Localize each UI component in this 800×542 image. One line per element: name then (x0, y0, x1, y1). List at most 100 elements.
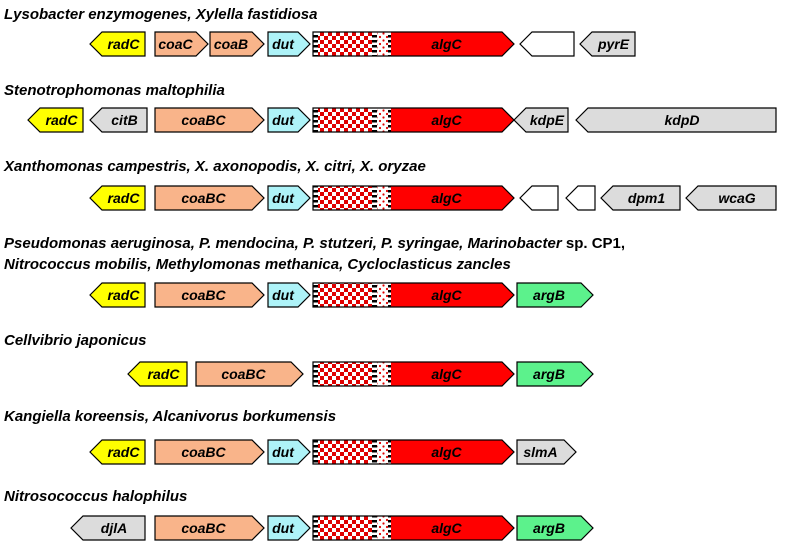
gene-arrow-left: dpm1 (600, 185, 681, 211)
gene-label: algC (431, 190, 462, 206)
domain-band (388, 186, 391, 210)
operon-row: Kangiella koreensis, Alcanivorus borkume… (4, 408, 577, 465)
gene-arrow-right: slmA (516, 439, 577, 465)
domain-dotted (377, 32, 388, 56)
gene-label: coaBC (221, 366, 266, 382)
gene-label: dut (272, 36, 295, 52)
gene-label: algC (431, 520, 462, 536)
gene-arrow-right: coaBC (154, 439, 265, 465)
domain-checkered (318, 186, 372, 210)
gene-arrow-right: argB (516, 515, 594, 541)
domain-band (372, 362, 377, 386)
gene-label: dut (272, 520, 295, 536)
domain-band (313, 440, 318, 464)
gene-label: radC (108, 190, 141, 206)
organism-name-segment: Nitrococcus mobilis, Methylomonas methan… (4, 256, 511, 273)
gene-label: coaBC (181, 287, 226, 303)
gene-label: slmA (523, 444, 557, 460)
operon-row: Nitrosococcus halophilus djlA coaBC dut algC… (4, 488, 594, 541)
organism-title: Nitrosococcus halophilus (4, 488, 187, 505)
domain-dotted (377, 186, 388, 210)
domain-band (313, 283, 318, 307)
gene-arrow-left: radC (89, 439, 146, 465)
organism-title: Nitrococcus mobilis, Methylomonas methan… (4, 256, 511, 273)
gene-arrow-left (519, 31, 575, 57)
gene-arrow-right-domains: algC (312, 185, 515, 211)
gene-label: coaBC (181, 112, 226, 128)
gene-label: coaB (214, 36, 248, 52)
gene-arrow-left: djlA (70, 515, 146, 541)
gene-label: dpm1 (628, 190, 666, 206)
domain-band (388, 440, 391, 464)
gene-label: algC (431, 444, 462, 460)
domain-band (372, 186, 377, 210)
gene-label: argB (533, 366, 565, 382)
gene-arrow-right: dut (267, 515, 311, 541)
organism-name-segment: Lysobacter enzymogenes, Xylella fastidio… (4, 6, 317, 23)
gene-arrow-right-domains: algC (312, 361, 515, 387)
gene-label: kdpE (530, 112, 565, 128)
gene-label: coaBC (181, 444, 226, 460)
gene-arrow-left (565, 185, 596, 211)
domain-checkered (318, 32, 372, 56)
gene-arrow-right-domains: algC (312, 31, 515, 57)
gene-arrow-right-domains: algC (312, 439, 515, 465)
domain-band (372, 108, 377, 132)
organism-name-segment: sp. CP1, (562, 235, 625, 252)
gene-label: coaC (158, 36, 193, 52)
operon-row: Xanthomonas campestris, X. axonopodis, X… (3, 158, 777, 211)
organism-title: Cellvibrio japonicus (4, 332, 147, 349)
gene-label: argB (533, 520, 565, 536)
gene-arrow-right: coaC (154, 31, 209, 57)
gene-label: coaBC (181, 520, 226, 536)
domain-dotted (377, 362, 388, 386)
gene-arrow-right: dut (267, 107, 311, 133)
gene-label: radC (148, 366, 181, 382)
gene-arrow-right: coaBC (195, 361, 304, 387)
gene-label: dut (272, 444, 295, 460)
gene-arrow-right-domains: algC (312, 515, 515, 541)
domain-checkered (318, 516, 372, 540)
organism-title: Pseudomonas aeruginosa, P. mendocina, P.… (4, 235, 625, 252)
domain-checkered (318, 283, 372, 307)
gene-label: algC (431, 112, 462, 128)
organism-name-segment: Stenotrophomonas maltophilia (4, 82, 225, 99)
organism-name-segment: Pseudomonas aeruginosa, P. mendocina, P.… (4, 235, 563, 252)
domain-checkered (318, 108, 372, 132)
domain-band (313, 362, 318, 386)
gene-arrow-right: coaB (209, 31, 265, 57)
gene-arrow-left: radC (27, 107, 84, 133)
domain-dotted (377, 440, 388, 464)
gene-arrow-right: coaBC (154, 515, 265, 541)
organism-name-segment: Xanthomonas campestris, X. axonopodis, X… (3, 158, 426, 175)
organism-title: Lysobacter enzymogenes, Xylella fastidio… (4, 6, 317, 23)
gene-label: algC (431, 36, 462, 52)
operon-row: Pseudomonas aeruginosa, P. mendocina, P.… (4, 235, 625, 308)
domain-band (313, 186, 318, 210)
operon-row: Lysobacter enzymogenes, Xylella fastidio… (4, 6, 636, 57)
domain-band (372, 440, 377, 464)
domain-band (388, 32, 391, 56)
domain-band (313, 32, 318, 56)
organism-name-segment: Nitrosococcus halophilus (4, 488, 187, 505)
gene-label: radC (46, 112, 79, 128)
gene-label: dut (272, 287, 295, 303)
gene-arrow-right-domains: algC (312, 282, 515, 308)
gene-arrow-right: dut (267, 282, 311, 308)
gene-arrow-right: coaBC (154, 185, 265, 211)
gene-arrow-left: radC (89, 282, 146, 308)
gene-label: dut (272, 190, 295, 206)
gene-arrow-right: argB (516, 361, 594, 387)
domain-dotted (377, 108, 388, 132)
organism-title: Xanthomonas campestris, X. axonopodis, X… (3, 158, 426, 175)
domain-band (372, 32, 377, 56)
gene-label: algC (431, 366, 462, 382)
gene-arrow-right: dut (267, 31, 311, 57)
organism-title: Stenotrophomonas maltophilia (4, 82, 225, 99)
domain-band (388, 362, 391, 386)
gene-arrow-right: dut (267, 185, 311, 211)
gene-label: dut (272, 112, 295, 128)
gene-label: kdpD (665, 112, 700, 128)
